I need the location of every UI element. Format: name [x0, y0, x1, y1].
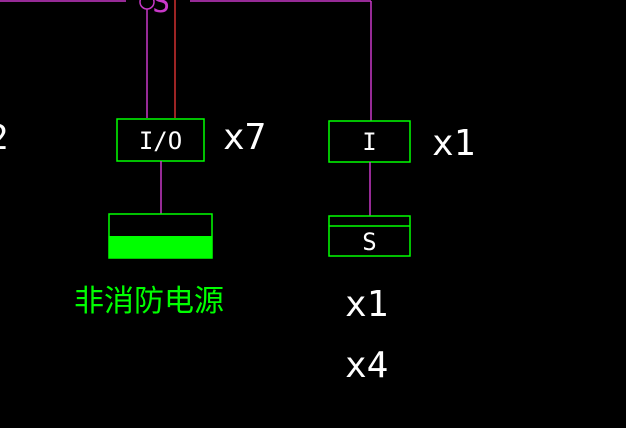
left-edge-mark: 2	[0, 121, 8, 155]
input-module-count: x1	[432, 123, 476, 164]
power-block-caption: 非消防电源	[74, 284, 224, 319]
io-module-count: x7	[223, 117, 267, 158]
io-module-label: I/O	[138, 127, 183, 155]
speaker-count-a: x1	[345, 284, 389, 325]
speaker-block-box	[328, 215, 411, 257]
top-symbol-label: S	[152, 0, 171, 20]
power-block-fill	[109, 236, 212, 258]
speaker-block-label: S	[362, 228, 377, 256]
speaker-count-b: x4	[345, 345, 389, 386]
input-module-label: I	[362, 128, 377, 156]
